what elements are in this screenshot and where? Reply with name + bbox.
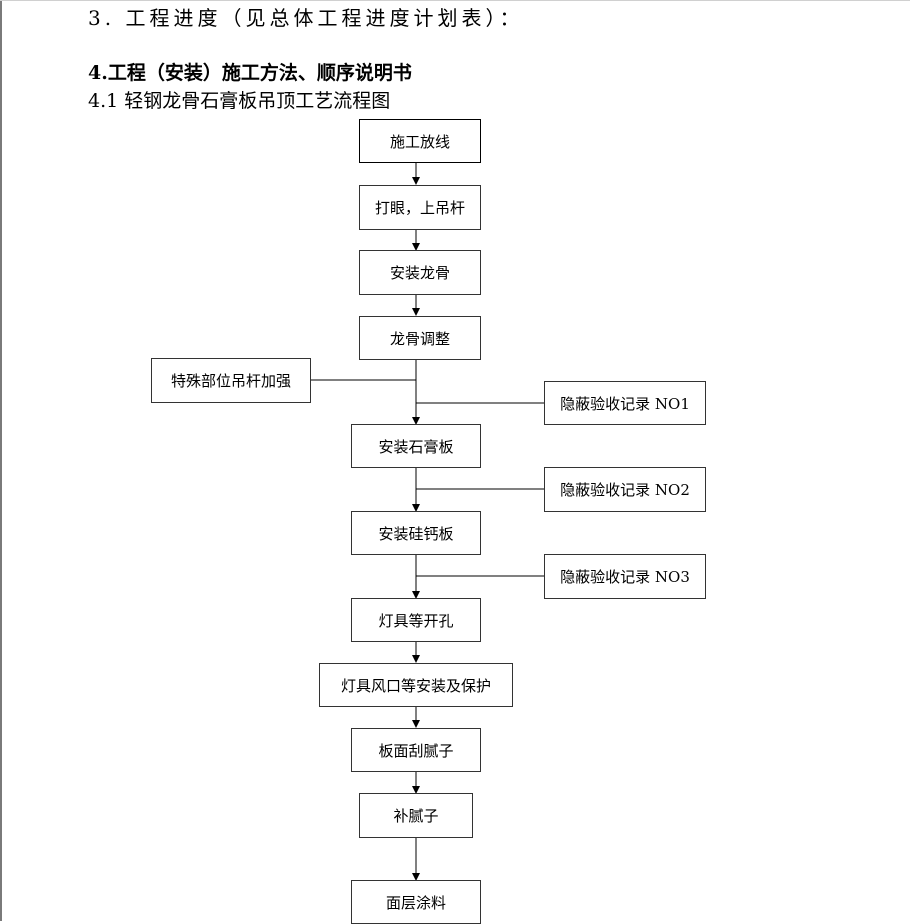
- section-4-1-heading: 4.1 轻钢龙骨石膏板吊顶工艺流程图: [88, 90, 391, 112]
- flow-step-5: 安装石膏板: [351, 424, 481, 468]
- flow-step-8: 灯具风口等安装及保护: [319, 663, 513, 707]
- section-3-heading: 3. 工程进度（见总体工程进度计划表）：: [88, 6, 524, 30]
- flow-step-10: 补腻子: [359, 793, 473, 838]
- flow-step-1: 施工放线: [359, 119, 481, 163]
- flow-step-4: 龙骨调整: [359, 316, 481, 360]
- side-input-box: 特殊部位吊杆加强: [151, 358, 311, 403]
- flow-step-6: 安装硅钙板: [351, 511, 481, 555]
- flow-step-9: 板面刮腻子: [351, 728, 481, 772]
- flow-step-11: 面层涂料: [351, 880, 481, 924]
- record-no1-box: 隐蔽验收记录 NO1: [544, 381, 706, 425]
- flow-step-7: 灯具等开孔: [351, 598, 481, 642]
- flow-step-2: 打眼，上吊杆: [359, 185, 481, 230]
- section-4-heading: 4.工程（安装）施工方法、顺序说明书: [88, 62, 412, 84]
- record-no2-box: 隐蔽验收记录 NO2: [544, 467, 706, 512]
- page-edge: [0, 0, 2, 921]
- page-edge-top: [0, 0, 910, 1]
- flow-step-3: 安装龙骨: [359, 250, 481, 295]
- record-no3-box: 隐蔽验收记录 NO3: [544, 554, 706, 599]
